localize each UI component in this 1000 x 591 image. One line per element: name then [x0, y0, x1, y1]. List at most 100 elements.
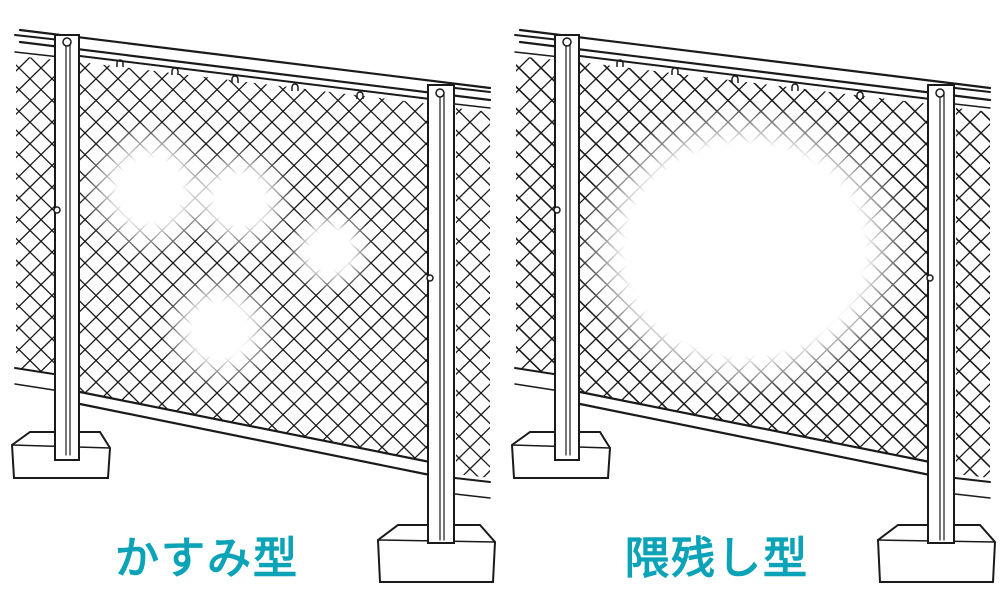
mesh-wire [516, 56, 677, 478]
top-rail [18, 28, 492, 90]
mesh-wire [16, 56, 45, 478]
mesh-wire [516, 56, 990, 478]
background-rail [454, 87, 491, 93]
kumanokoshi-type-label: 隈残し型 [625, 533, 809, 584]
mesh-wire [516, 56, 853, 478]
mesh-wire [235, 56, 490, 478]
post-cap-icon [562, 37, 572, 47]
mesh-wire [323, 56, 490, 478]
top-rail [579, 55, 931, 100]
top-rail [518, 40, 992, 102]
mesh-wire [516, 56, 765, 478]
mesh-wire [16, 56, 353, 478]
mesh-wire [516, 56, 721, 478]
background-rail [454, 493, 491, 499]
mesh-wire [516, 56, 633, 478]
mesh-wire [537, 56, 990, 478]
background-rail [954, 87, 991, 93]
mesh-wire [16, 56, 397, 478]
bottom-rail [78, 390, 432, 464]
mesh-wire [845, 56, 990, 478]
background-mesh-area [15, 55, 60, 375]
clamp-icon [926, 274, 934, 282]
mesh-wire [16, 56, 243, 478]
post-cap-icon [62, 37, 72, 47]
background-rail [514, 34, 561, 41]
mesh-wire [81, 56, 490, 478]
mesh-wire [16, 56, 463, 478]
clip-hook-icon [856, 91, 864, 99]
mesh-wire [279, 56, 490, 478]
mesh-wire [16, 56, 199, 478]
post-cap-icon [435, 88, 445, 98]
mesh-wire [16, 56, 45, 478]
mesh-wire [16, 56, 309, 478]
mesh-wire [169, 56, 490, 478]
mesh-wire [16, 56, 331, 478]
mesh-wire [516, 56, 985, 478]
mesh-wire [830, 0, 1000, 591]
top-rail [18, 40, 492, 102]
mesh-wire [16, 56, 441, 478]
mesh-wire [516, 56, 990, 478]
mesh-wire [516, 56, 611, 478]
top-rail [518, 28, 992, 90]
clip-hook-icon [291, 83, 299, 91]
mesh-wire [16, 56, 419, 478]
mesh-wire [16, 56, 265, 478]
kasumi-type-label: かすみ型 [115, 533, 299, 584]
mesh-wire [516, 56, 919, 478]
mesh-wire [191, 56, 490, 478]
mesh-wire [516, 56, 897, 478]
clip-hook-icon [171, 67, 179, 75]
clip-hook-icon [731, 75, 739, 83]
bottom-rail [78, 402, 432, 477]
mesh-wire [669, 56, 990, 478]
mesh-wire [779, 56, 990, 478]
background-rail [514, 51, 561, 58]
mesh-wire [213, 56, 490, 478]
mesh-wire [845, 56, 990, 478]
mesh-wire [16, 56, 221, 478]
mesh-wire [713, 56, 990, 478]
top-rail [79, 55, 431, 100]
mesh-wire [16, 56, 331, 478]
mesh-wire [516, 56, 990, 478]
mesh-wire [516, 56, 990, 478]
mesh-wire [516, 56, 990, 478]
post-cap-icon [935, 88, 945, 98]
mesh-wire [235, 56, 490, 478]
mesh-wire [559, 56, 990, 478]
mesh-wire [16, 56, 490, 478]
mesh-wire [516, 56, 963, 478]
mesh-wire [16, 56, 133, 478]
mesh-wire [830, 0, 1000, 591]
mesh-wire [581, 56, 990, 478]
background-rail [14, 367, 61, 376]
background-rail [14, 383, 61, 392]
mesh-wire [757, 56, 990, 478]
mesh-wire [516, 56, 831, 478]
mesh-wire [257, 56, 490, 478]
clip-hook-icon [356, 91, 364, 99]
mesh-wire [516, 56, 743, 478]
mesh-wire [16, 56, 221, 478]
mesh-wire [625, 56, 990, 478]
mesh-wire [603, 56, 990, 478]
clip-hook-icon [616, 59, 624, 67]
background-mesh-area [515, 55, 560, 375]
background-rail [514, 367, 561, 376]
bottom-rail [578, 390, 932, 464]
mesh-wire [516, 56, 809, 478]
mesh-wire [691, 56, 990, 478]
background-rail [954, 493, 991, 499]
mesh-wire [59, 56, 490, 478]
mesh-wire [16, 56, 287, 478]
mesh-wire [125, 56, 490, 478]
background-rail [14, 51, 61, 58]
mesh-wire [16, 56, 490, 478]
mesh-wire [516, 56, 699, 478]
background-rail [954, 103, 991, 109]
